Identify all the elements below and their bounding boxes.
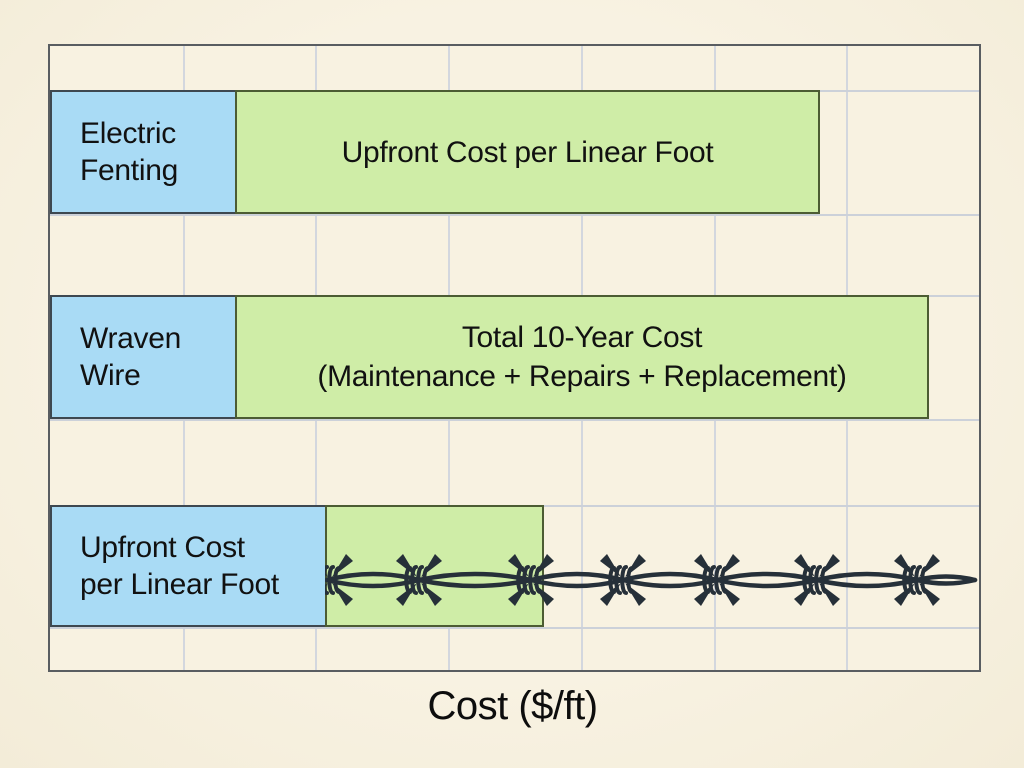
gridline-horizontal	[50, 419, 979, 421]
gridline-horizontal	[50, 214, 979, 216]
category-box-woven-wire: Wraven Wire	[50, 295, 237, 419]
plot-area: Electric Fenting Upfront Cost per Linear…	[48, 44, 981, 672]
category-label-line: Wraven	[80, 321, 182, 355]
bar-label-line: Upfront Cost per Linear Foot	[341, 135, 714, 169]
cost-bar-electric-fencing: Upfront Cost per Linear Foot	[235, 90, 820, 214]
wire-strand	[325, 571, 978, 589]
bar-label-line: (Maintenance + Repairs + Replacement)	[317, 360, 847, 393]
barbed-wire-illustration	[325, 552, 978, 608]
category-label-line: per Linear Foot	[80, 568, 279, 601]
category-label-line: Wire	[80, 359, 141, 392]
wire-strand	[325, 571, 978, 589]
category-label-line: Upfront Cost	[80, 530, 245, 564]
category-box-electric-fencing: Electric Fenting	[50, 90, 237, 214]
cost-bar-woven-wire: Total 10-Year Cost (Maintenance + Repair…	[235, 295, 929, 419]
category-label-line: Fenting	[80, 154, 178, 187]
category-label-line: Electric	[80, 116, 176, 150]
x-axis-label: Cost ($/ft)	[427, 684, 598, 728]
category-box-upfront-cost: Upfront Cost per Linear Foot	[50, 505, 327, 627]
gridline-horizontal	[50, 627, 979, 629]
bar-label-line: Total 10-Year Cost	[461, 321, 703, 354]
